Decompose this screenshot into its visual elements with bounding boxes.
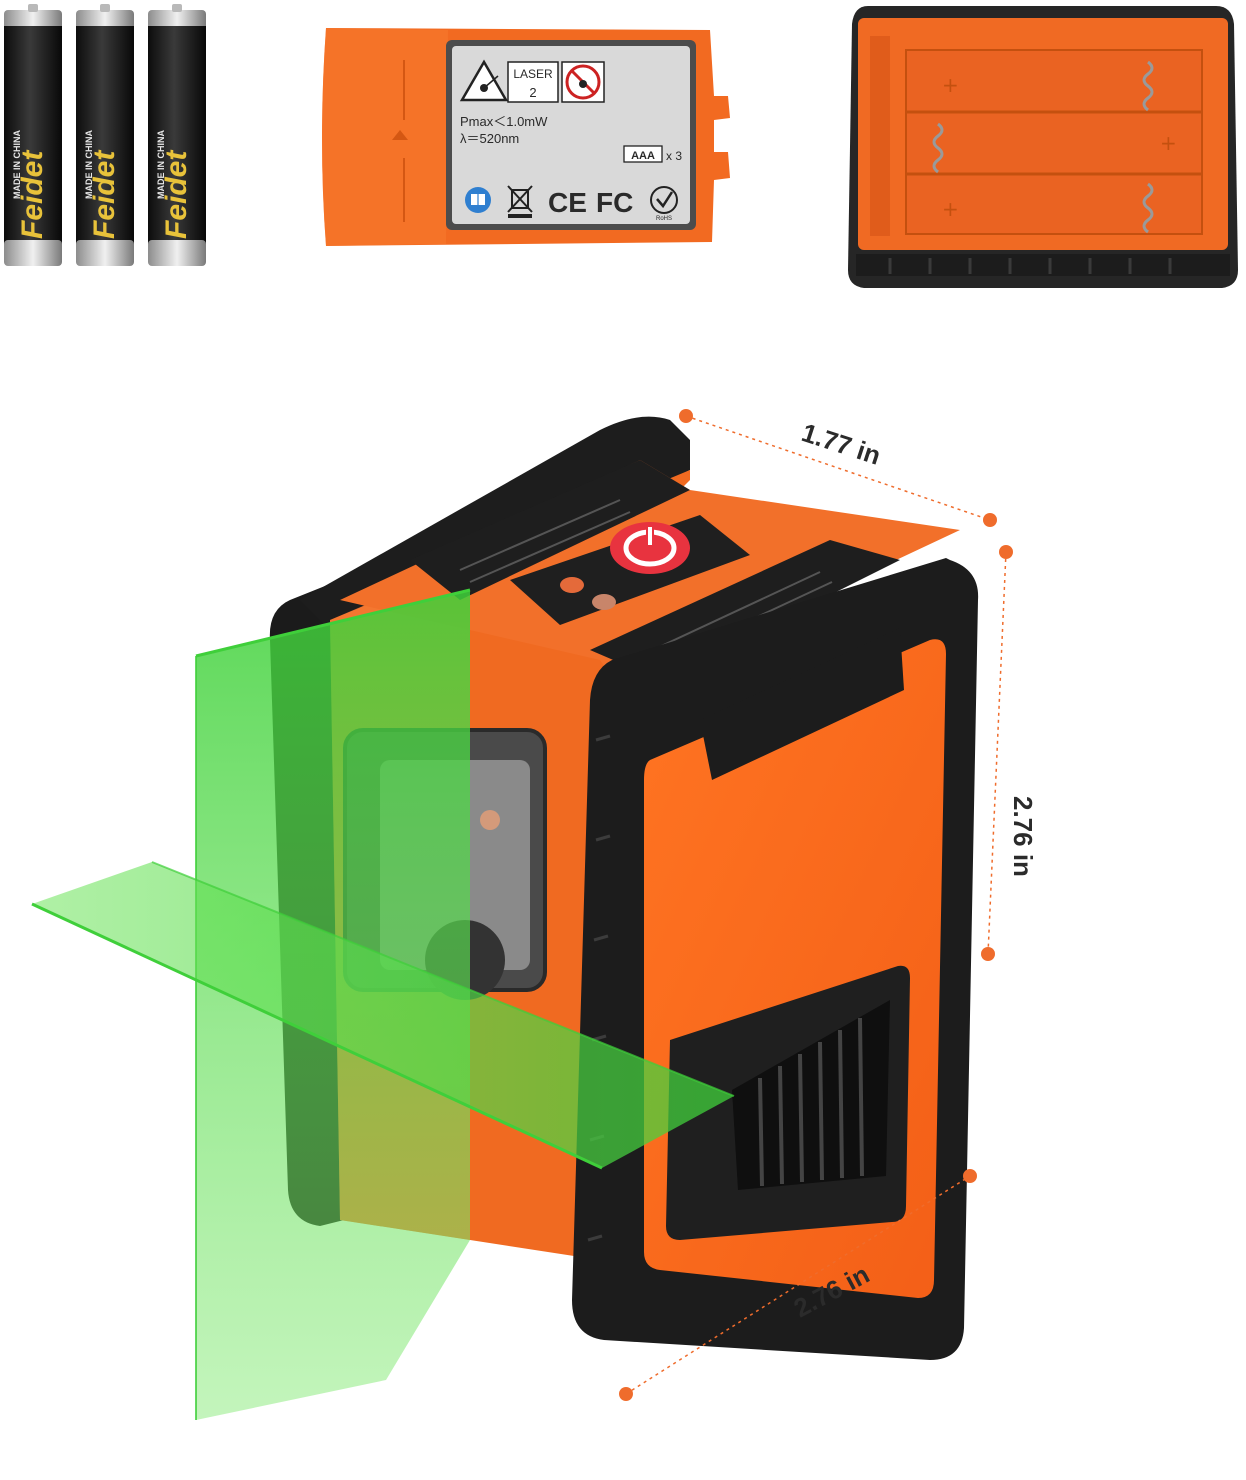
battery-count: x 3: [666, 149, 682, 163]
rohs-check-icon: RoHS: [650, 186, 678, 222]
battery-made-in: MADE IN CHINA: [84, 130, 94, 199]
battery-brand: Feidet: [16, 149, 49, 239]
battery-slot: +: [942, 60, 1154, 112]
battery-group: Feidet MADE IN CHINA Feidet MADE IN CHIN…: [4, 4, 206, 266]
battery-cover: LASER 2 Pmax＜1.0mW λ＝520nm AAA x 3: [322, 28, 730, 246]
battery-type: AAA: [631, 150, 655, 162]
grip-pad: [666, 965, 910, 1240]
laser-warning-icon: [459, 59, 509, 102]
battery: Feidet MADE IN CHINA: [4, 4, 62, 266]
laser-class: 2: [529, 85, 536, 100]
dimension-depth-label: 1.77 in: [798, 417, 884, 471]
indicator-led: [592, 594, 616, 610]
battery: Feidet MADE IN CHINA: [76, 4, 134, 266]
svg-text:+: +: [1160, 131, 1177, 155]
battery-slot: +: [942, 182, 1154, 234]
battery-slot: +: [932, 122, 1177, 174]
rohs-mark: RoHS: [656, 216, 672, 222]
battery-made-in: MADE IN CHINA: [156, 130, 166, 199]
battery-brand: Feidet: [88, 149, 121, 239]
battery-compartment: + + +: [848, 6, 1238, 288]
dimension-height-label: 2.76 in: [1008, 796, 1038, 877]
no-eye-exposure-icon: [561, 61, 605, 103]
safety-label: LASER 2 Pmax＜1.0mW λ＝520nm AAA x 3: [446, 40, 696, 230]
pmax-text: Pmax＜1.0mW: [460, 114, 548, 129]
dimension-height: 2.76 in: [981, 545, 1038, 961]
indicator-led: [560, 577, 584, 593]
laser-label: LASER: [513, 67, 553, 81]
battery: Feidet MADE IN CHINA: [148, 4, 206, 266]
weee-bin-icon: [507, 185, 533, 218]
power-button-icon[interactable]: [610, 522, 690, 574]
wavelength-text: λ＝520nm: [460, 131, 519, 146]
manual-icon: [465, 187, 491, 213]
battery-brand: Feidet: [160, 149, 193, 239]
battery-made-in: MADE IN CHINA: [12, 130, 22, 199]
ce-mark: CE: [548, 187, 587, 218]
control-panel: [510, 515, 750, 625]
laser-horizontal-plane: [31, 861, 735, 1170]
svg-text:+: +: [942, 73, 959, 97]
fc-mark: FC: [596, 187, 633, 218]
svg-text:+: +: [942, 197, 959, 221]
